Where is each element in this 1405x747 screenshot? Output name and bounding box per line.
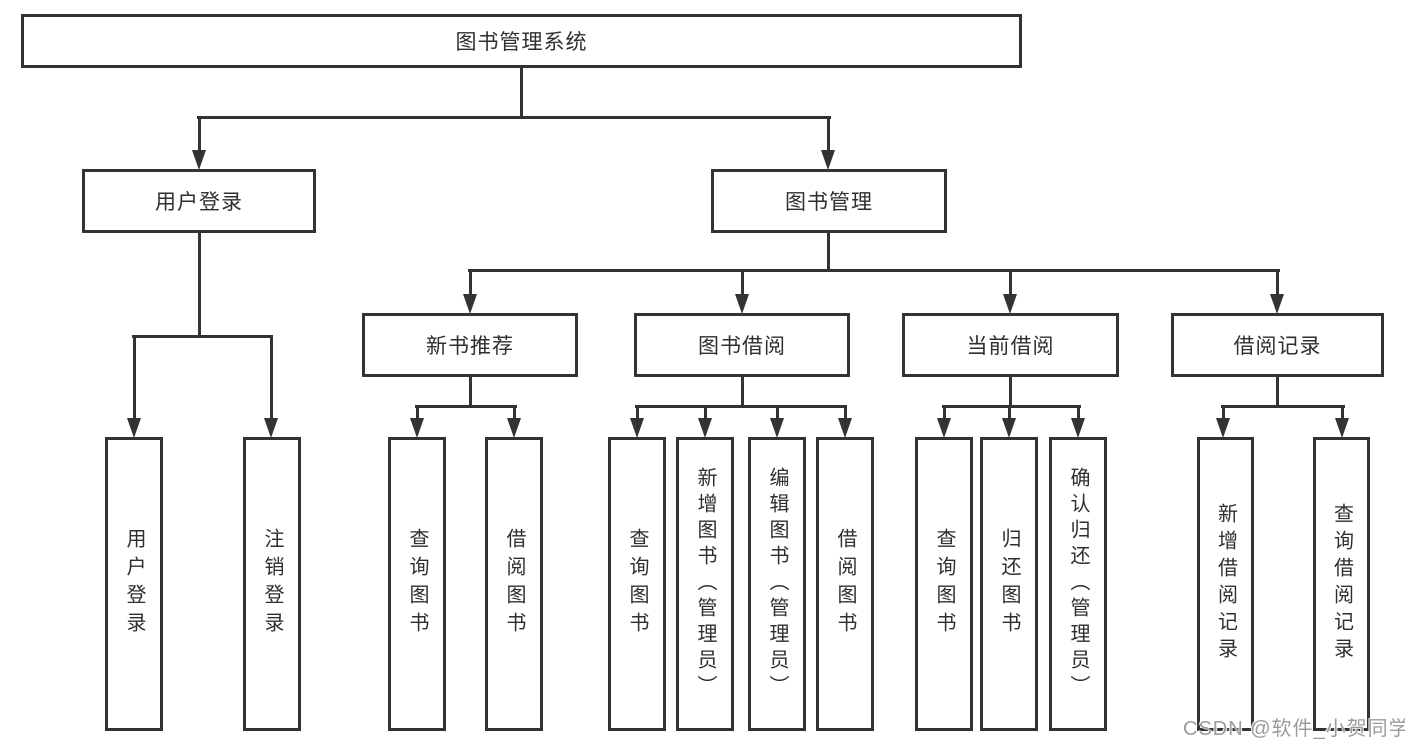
connector-bookmgmt-stem [827,233,830,272]
node-borrowing-records: 借阅记录 [1171,313,1384,377]
connector-shaft-br-add [1222,405,1225,419]
leaf-borrow-books: 借阅图书 [816,437,874,731]
leaf-query-books-borrow: 查询图书 [608,437,666,731]
connector-shaft-new-book [469,269,472,296]
arrowhead-current-borrow [1003,294,1017,314]
connector-root-stem [520,68,523,118]
arrowhead-bb-edit [770,418,784,438]
arrowhead-nb-borrow [507,418,521,438]
leaf-borrow-books-recommend: 借阅图书 [485,437,543,731]
arrowhead-book-borrow [735,294,749,314]
connector-shaft-borrow-records [1276,269,1279,296]
connector-shaft-bb-add [704,405,707,419]
leaf-edit-book-admin: 编辑图书（管理员） [748,437,806,731]
connector-newbook-bar [415,405,517,408]
connector-currentborrow-stem [1009,377,1012,407]
arrowhead-br-query [1335,418,1349,438]
arrowhead-book-management [821,150,835,170]
connector-shaft-leaf-logout [270,335,273,419]
leaf-return-books: 归还图书 [980,437,1038,731]
arrowhead-bb-add [698,418,712,438]
leaf-user-login: 用户登录 [105,437,163,731]
leaf-add-book-admin: 新增图书（管理员） [676,437,734,731]
arrowhead-bb-query [630,418,644,438]
connector-shaft-book-borrow [741,269,744,296]
leaf-add-borrow-record: 新增借阅记录 [1197,437,1254,731]
arrowhead-user-login [192,150,206,170]
node-user-login-branch: 用户登录 [82,169,316,233]
arrowhead-leaf-logout [264,418,278,438]
node-root-system: 图书管理系统 [21,14,1022,68]
connector-currentborrow-bar [942,405,1081,408]
node-new-book-recommendation: 新书推荐 [362,313,578,377]
connector-bookborrow-stem [741,377,744,407]
arrowhead-borrow-records [1270,294,1284,314]
arrowhead-bb-borrow [838,418,852,438]
arrowhead-cb-return [1002,418,1016,438]
connector-shaft-user-login [198,116,201,151]
leaf-query-books-current: 查询图书 [915,437,973,731]
connector-shaft-bb-borrow [844,405,847,419]
connector-shaft-br-query [1341,405,1344,419]
connector-borrowrecords-stem [1276,377,1279,407]
connector-shaft-bb-edit [776,405,779,419]
connector-shaft-bb-query [636,405,639,419]
arrowhead-cb-query [937,418,951,438]
connector-shaft-nb-borrow [513,405,516,419]
arrowhead-nb-query [410,418,424,438]
connector-root-bar [197,116,831,119]
connector-shaft-cb-return [1008,405,1011,419]
node-book-borrowing: 图书借阅 [634,313,850,377]
connector-bookmgmt-bar [468,269,1280,272]
arrowhead-cb-confirm [1071,418,1085,438]
arrowhead-br-add [1216,418,1230,438]
node-current-borrowing: 当前借阅 [902,313,1119,377]
connector-newbook-stem [469,377,472,407]
connector-userlogin-stem [198,233,201,337]
connector-shaft-current-borrow [1009,269,1012,296]
node-book-management-branch: 图书管理 [711,169,947,233]
connector-shaft-cb-query [943,405,946,419]
connector-shaft-leaf-login [133,335,136,419]
connector-shaft-book-management [827,116,830,151]
leaf-logout: 注销登录 [243,437,301,731]
connector-shaft-cb-confirm [1077,405,1080,419]
arrowhead-leaf-login [127,418,141,438]
connector-borrowrecords-bar [1221,405,1345,408]
connector-shaft-nb-query [416,405,419,419]
arrowhead-new-book [463,294,477,314]
connector-userlogin-bar [132,335,273,338]
leaf-query-borrow-record: 查询借阅记录 [1313,437,1370,731]
csdn-watermark: CSDN @软件_小贺同学 [1183,718,1405,740]
leaf-confirm-return-admin: 确认归还（管理员） [1049,437,1107,731]
leaf-query-books-recommend: 查询图书 [388,437,446,731]
connector-bookborrow-bar [635,405,847,408]
